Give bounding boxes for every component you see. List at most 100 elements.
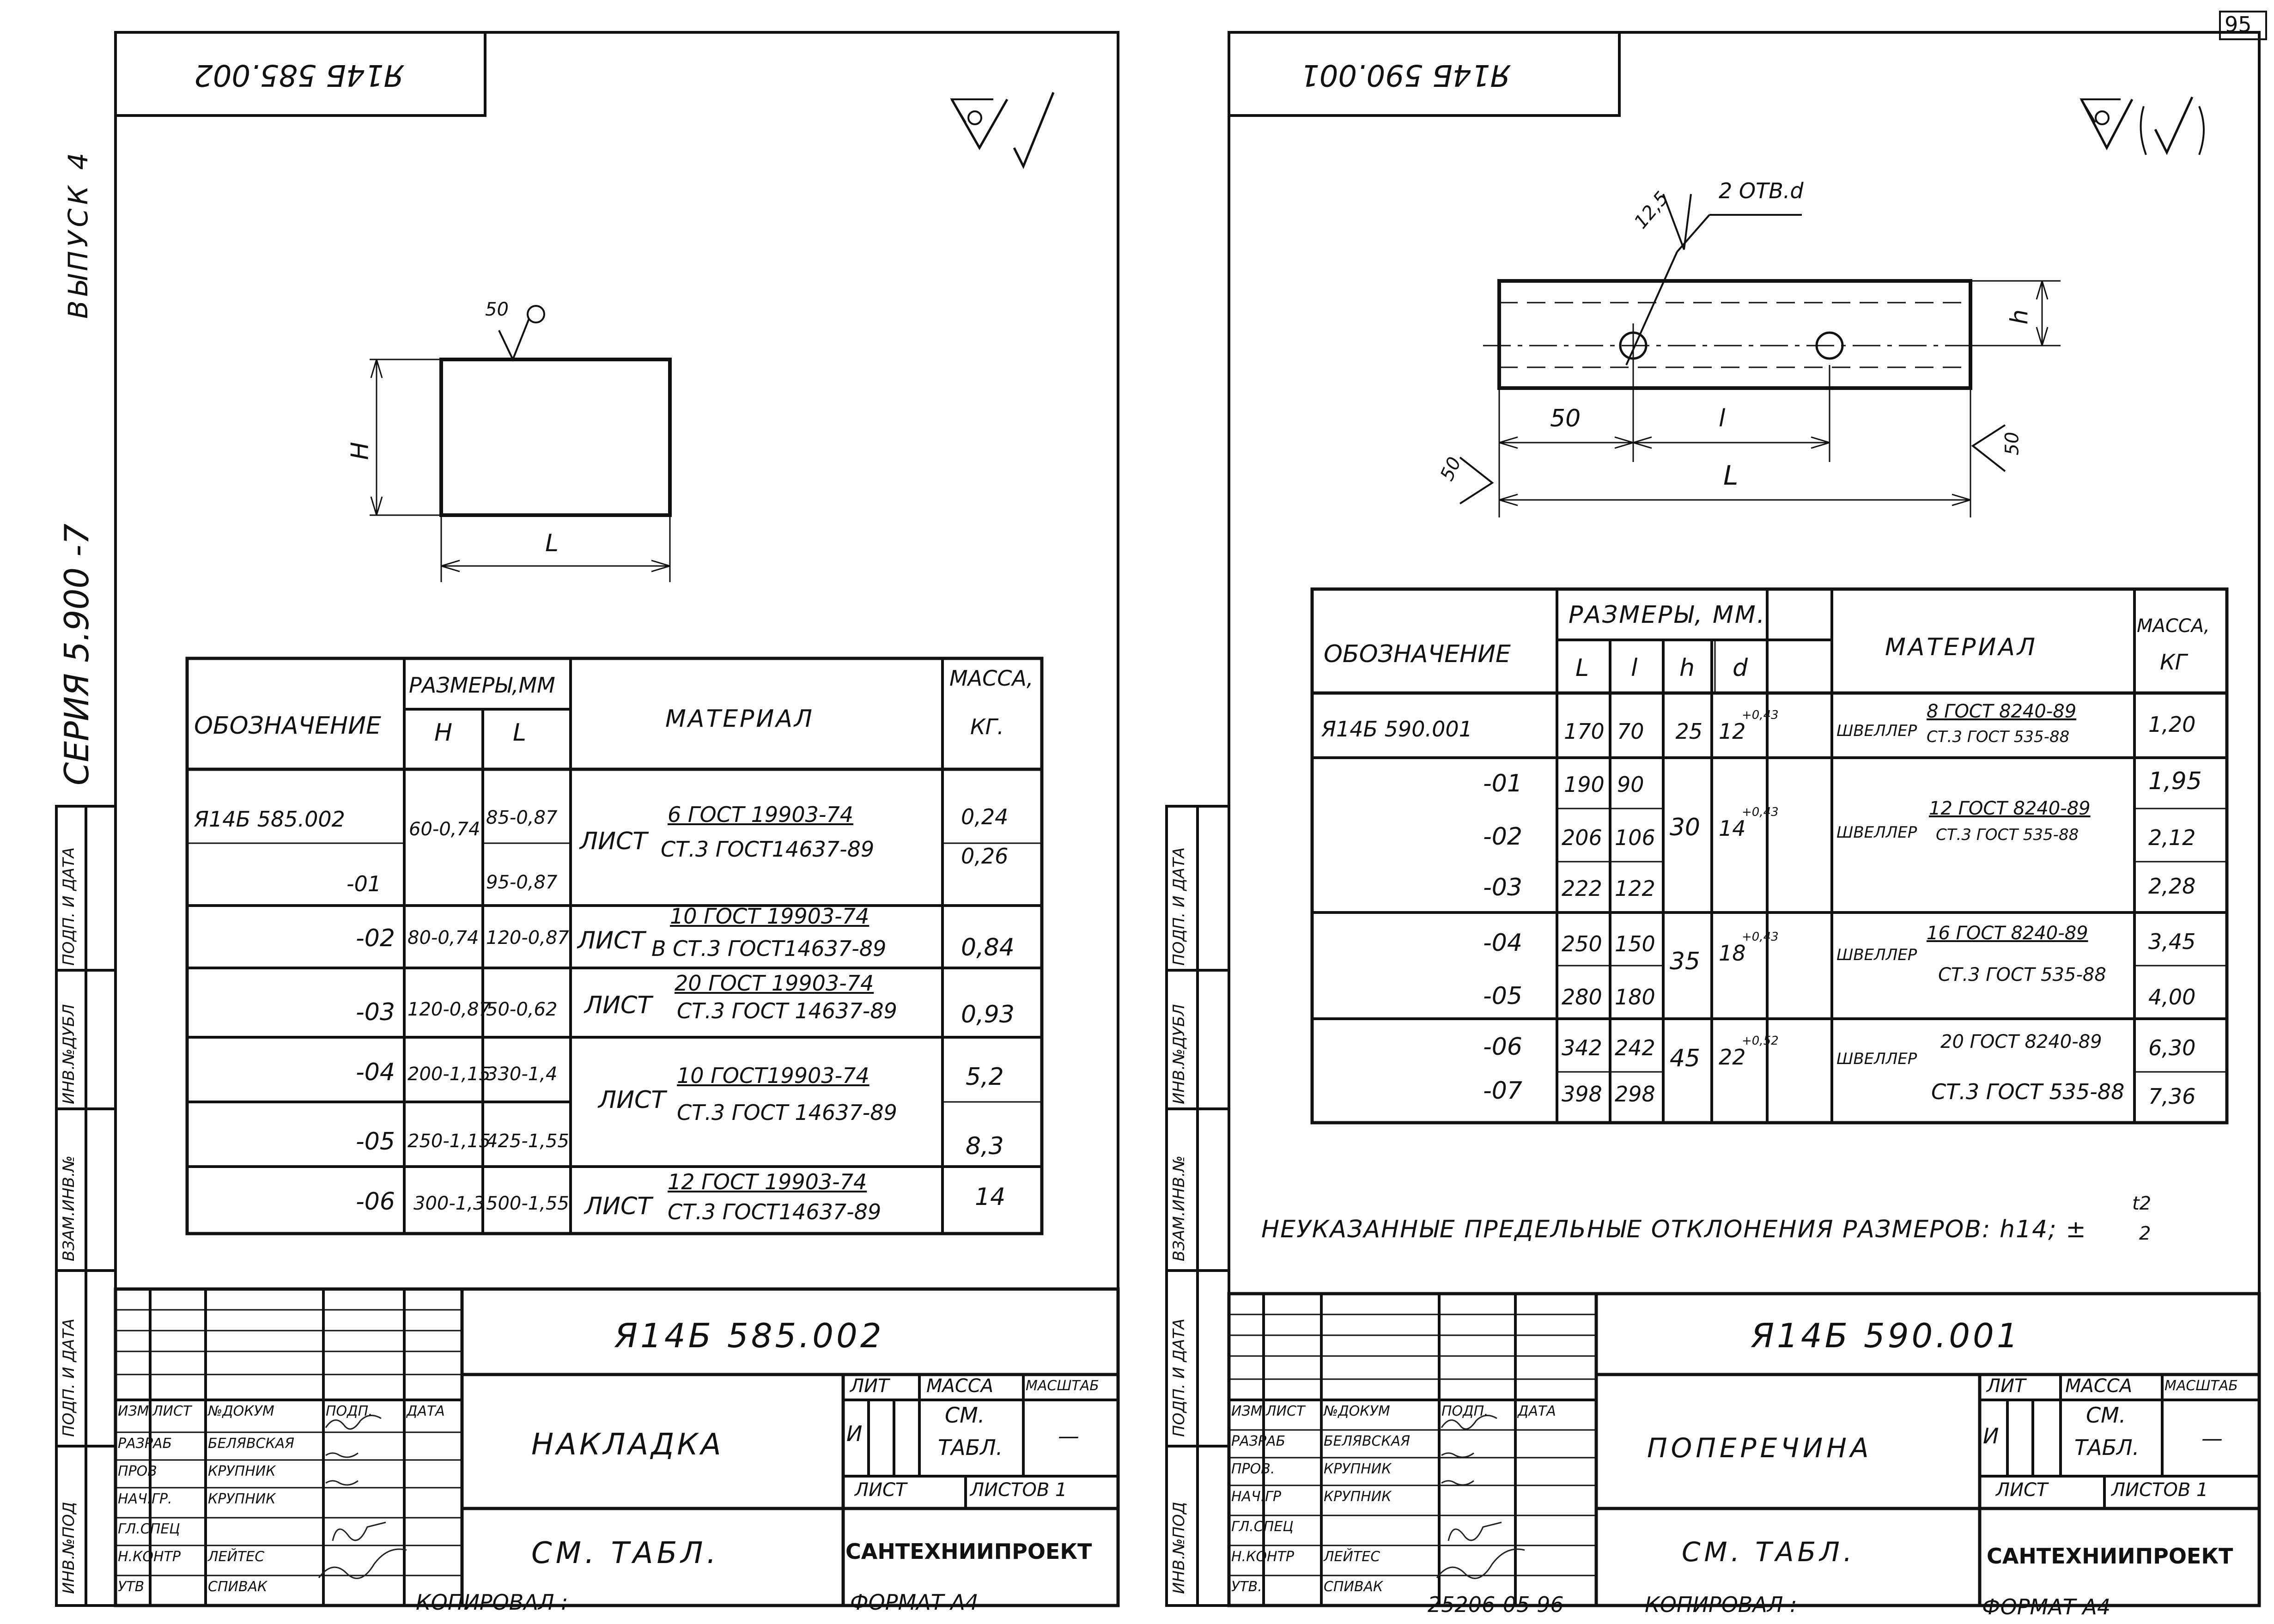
left-tb-lit: ЛИТ <box>850 1375 889 1397</box>
left-th-designation: ОБОЗНАЧЕНИЕ <box>194 712 381 740</box>
right-row4-L: 250 <box>1562 931 1602 956</box>
left-row3-des: -02 <box>356 925 395 952</box>
left-roughness-value: 50 <box>485 299 509 320</box>
left-dim-h: H <box>346 442 374 460</box>
left-row5-mass: 5,2 <box>966 1063 1004 1091</box>
right-row6-mass: 6,30 <box>2148 1035 2196 1060</box>
right-corner-code: Я14Б 590.001 <box>1301 58 1511 92</box>
left-tb-role-0: РАЗРАБ <box>118 1435 172 1452</box>
right-tb-head-3: ПОДП. <box>1441 1403 1489 1419</box>
left-row7-des: -06 <box>356 1188 395 1216</box>
left-stamp-field-5: ПОДП. И ДАТА <box>60 847 78 966</box>
right-copied: КОПИРОВАЛ : <box>1645 1592 1797 1617</box>
left-row4-H: 120-0,87 <box>407 999 491 1020</box>
left-table-frame <box>185 657 1044 1235</box>
left-mat3-top: 10 ГОСТ19903-74 <box>677 1063 869 1088</box>
left-row3-H: 80-0,74 <box>407 927 479 949</box>
right-row4-mass: 3,45 <box>2148 929 2196 954</box>
right-row6-L: 342 <box>1562 1035 1602 1060</box>
left-stamp-field-1: ИНВ.№ПОД <box>60 1502 78 1594</box>
right-row2-l: 106 <box>1615 825 1655 850</box>
right-tb-sheet: ЛИСТ <box>1996 1479 2048 1501</box>
left-mat1-word: ЛИСТ <box>578 927 645 955</box>
left-tb-code: Я14Б 585.002 <box>614 1316 884 1355</box>
left-row3-mass: 0,84 <box>961 934 1015 961</box>
right-row3-L: 222 <box>1562 876 1602 901</box>
left-mat4-bottom: СТ.3 ГОСТ14637-89 <box>668 1199 882 1224</box>
right-g3-bottom: СТ.3 ГОСТ 535-88 <box>1931 1079 2125 1104</box>
left-signature-1 <box>325 1415 382 1430</box>
right-g1-h: 30 <box>1669 814 1700 841</box>
left-th-material: МАТЕРИАЛ <box>665 705 814 733</box>
right-stamp-field-3: ВЗАМ.ИНВ.№ <box>1170 1155 1188 1261</box>
left-mat2-word: ЛИСТ <box>584 991 652 1019</box>
right-tb-scale: МАСШТАБ <box>2165 1378 2238 1394</box>
right-tb-role-4: Н.КОНТР <box>1231 1549 1294 1565</box>
right-g0-bottom: СТ.3 ГОСТ 535-88 <box>1927 728 2070 746</box>
left-th-H: H <box>434 719 453 747</box>
right-g2-dtol: +0,43 <box>1742 930 1779 944</box>
right-dim-50-b: 50 <box>2001 432 2023 456</box>
left-row7-mass: 14 <box>975 1183 1006 1211</box>
left-row0-L: 85-0,87 <box>486 807 558 828</box>
right-row2-mass: 2,12 <box>2148 825 2196 850</box>
left-tb-name: НАКЛАДКА <box>531 1428 724 1462</box>
right-row7-l: 298 <box>1615 1082 1655 1107</box>
right-stamp-field-5: ПОДП. И ДАТА <box>1170 847 1188 966</box>
right-g0-word: ШВЕЛЛЕР <box>1836 722 1917 740</box>
right-row5-l: 180 <box>1615 985 1655 1010</box>
right-dim-l: l <box>1719 405 1726 432</box>
right-tb-name: ПОПЕРЕЧИНА <box>1647 1432 1873 1464</box>
left-row5-L: 330-1,4 <box>486 1064 558 1085</box>
right-tb-name-4: ЛЕЙТЕС <box>1324 1549 1380 1565</box>
left-row4-mass: 0,93 <box>961 1001 1015 1028</box>
left-tb-lit-value: И <box>846 1421 863 1446</box>
left-mat0-bottom: СТ.3 ГОСТ14637-89 <box>661 837 875 862</box>
right-g2-bottom: СТ.3 ГОСТ 535-88 <box>1938 964 2106 985</box>
right-g1-d: 14 <box>1719 816 1746 841</box>
right-g2-word: ШВЕЛЛЕР <box>1836 946 1917 964</box>
right-tb-material: СМ. ТАБЛ. <box>1682 1536 1856 1568</box>
right-stamp-field-1: ИНВ.№ПОД <box>1170 1502 1188 1594</box>
right-g3-h: 45 <box>1669 1045 1700 1072</box>
left-mat3-bottom: СТ.3 ГОСТ 14637-89 <box>677 1100 897 1125</box>
left-row6-L: 425-1,55 <box>486 1131 569 1152</box>
right-g1-bottom: СТ.3 ГОСТ 535-88 <box>1936 826 2079 844</box>
right-stamp-field-4: ИНВ.№ДУБЛ <box>1170 1004 1188 1104</box>
right-note-frac-top: t2 <box>2132 1193 2152 1214</box>
right-g2-h: 35 <box>1669 948 1700 975</box>
series-label: СЕРИЯ 5.900 -7 <box>57 523 96 785</box>
left-th-mass: МАССА, <box>949 666 1034 691</box>
right-g1-top: 12 ГОСТ 8240-89 <box>1929 798 2091 819</box>
left-stamp-field-3: ВЗАМ.ИНВ.№ <box>60 1155 78 1261</box>
left-tb-name-2: КРУПНИК <box>208 1491 276 1507</box>
left-tb-scale-value: — <box>1058 1423 1079 1448</box>
right-tb-head-2: №ДОКУМ <box>1324 1403 1390 1419</box>
left-mat4-top: 12 ГОСТ 19903-74 <box>668 1169 867 1194</box>
right-tb-code: Я14Б 590.001 <box>1751 1316 2021 1355</box>
left-th-sizes: РАЗМЕРЫ,ММ <box>409 673 555 698</box>
right-th-mass-unit: КГ <box>2160 650 2187 675</box>
right-row1-L: 190 <box>1564 772 1605 797</box>
left-tb-role-5: УТВ <box>118 1579 145 1595</box>
left-mat0-top: 6 ГОСТ 19903-74 <box>668 802 854 827</box>
right-g1-dtol: +0,43 <box>1742 805 1779 819</box>
left-tb-sheet: ЛИСТ <box>855 1479 907 1501</box>
right-hole-label: 2 ОТВ.d <box>1719 178 1804 203</box>
right-row1-l: 90 <box>1617 772 1644 797</box>
right-row1-des: -01 <box>1483 770 1522 797</box>
right-row0-l: 70 <box>1617 719 1644 744</box>
left-stamp-field-2: ПОДП. И ДАТА <box>60 1318 78 1437</box>
left-row0-mass: 0,24 <box>961 804 1009 829</box>
left-th-mass-unit: КГ. <box>970 714 1004 739</box>
issue-label: ВЫПУСК 4 <box>62 149 94 319</box>
left-tb-head-0: ИЗМ <box>118 1403 149 1419</box>
right-th-L: L <box>1575 654 1589 682</box>
left-tb-role-2: НАЧ.ГР. <box>118 1491 172 1507</box>
left-mat2-bottom: СТ.3 ГОСТ 14637-89 <box>677 998 897 1023</box>
right-row5-L: 280 <box>1562 985 1602 1010</box>
left-tb-name-4: ЛЕЙТЕС <box>208 1549 265 1565</box>
left-tb-name-1: КРУПНИК <box>208 1463 276 1479</box>
right-g3-word: ШВЕЛЛЕР <box>1836 1050 1917 1068</box>
left-tb-role-4: Н.КОНТР <box>118 1549 181 1565</box>
